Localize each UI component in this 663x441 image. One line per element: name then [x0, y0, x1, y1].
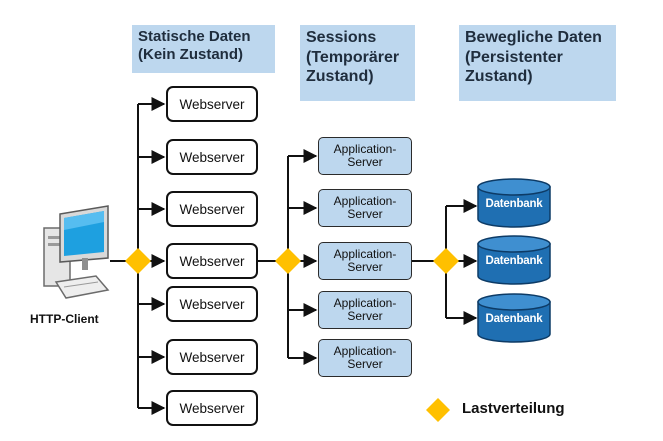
computer-icon [43, 205, 110, 299]
load-balancer-diamond-1 [125, 248, 151, 274]
app-server-1-line-2: Server [347, 155, 383, 169]
load-balancer-diamond-3 [433, 248, 459, 274]
header-moving-line-3: Zustand) [465, 68, 533, 86]
webserver-box-6: Webserver [166, 339, 258, 375]
database-icon-3 [477, 293, 551, 343]
webserver-box-4: Webserver [166, 243, 258, 279]
header-static-line-1: Statische Daten [138, 28, 251, 45]
app-server-3-line-2: Server [347, 260, 383, 274]
database-label-3: Datenbank [485, 313, 543, 325]
app-server-3-line-1: Application- [333, 246, 397, 261]
header-moving-line-1: Bewegliche Daten [465, 29, 602, 46]
database-label-2: Datenbank [485, 255, 543, 267]
header-moving-data: Bewegliche Daten (Persistenter Zustand) [459, 25, 616, 101]
legend-diamond-icon [426, 398, 450, 422]
app-server-1-line-1: Application- [333, 141, 397, 156]
header-sessions-line-3: Zustand) [306, 68, 374, 86]
load-balancer-diamond-2 [275, 248, 301, 274]
app-server-box-5: Application- Server [318, 339, 412, 377]
app-server-5-line-1: Application- [333, 343, 397, 358]
database-icon-1 [477, 178, 551, 228]
header-sessions-line-2: (Temporärer [306, 48, 400, 66]
header-sessions-line-1: Sessions [306, 29, 377, 46]
http-client-label: HTTP-Client [30, 312, 99, 326]
webserver-box-5: Webserver [166, 286, 258, 322]
webserver-box-7: Webserver [166, 390, 258, 426]
header-sessions: Sessions (Temporärer Zustand) [300, 25, 415, 101]
database-label-1: Datenbank [485, 198, 543, 210]
webserver-box-1: Webserver [166, 86, 258, 122]
app-server-box-1: Application- Server [318, 137, 412, 175]
database-icon-2 [477, 235, 551, 285]
header-static-data: Statische Daten (Kein Zustand) [132, 25, 275, 73]
legend-load-balancing-label: Lastverteilung [462, 400, 565, 417]
webserver-box-2: Webserver [166, 139, 258, 175]
app-server-5-line-2: Server [347, 357, 383, 371]
app-server-2-line-2: Server [347, 207, 383, 221]
header-moving-line-2: (Persistenter [465, 48, 563, 66]
app-server-box-2: Application- Server [318, 189, 412, 227]
app-server-box-3: Application- Server [318, 242, 412, 280]
app-server-2-line-1: Application- [333, 193, 397, 208]
webserver-box-3: Webserver [166, 191, 258, 227]
header-static-line-2: (Kein Zustand) [138, 46, 243, 64]
app-server-box-4: Application- Server [318, 291, 412, 329]
app-server-4-line-2: Server [347, 309, 383, 323]
app-server-4-line-1: Application- [333, 295, 397, 310]
